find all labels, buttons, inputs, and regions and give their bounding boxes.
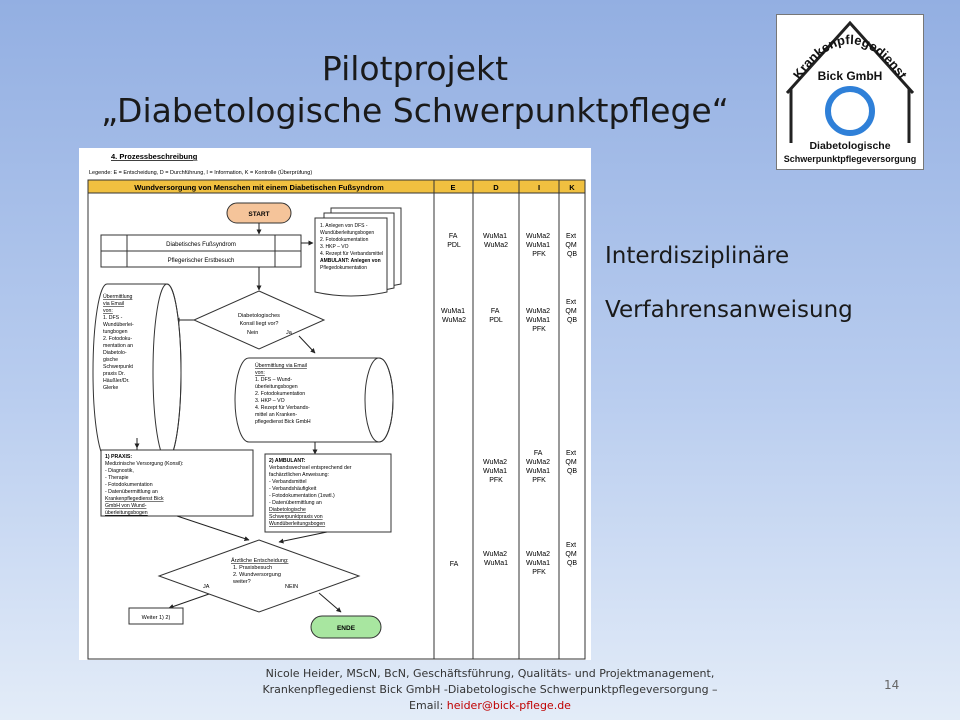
row-2-d: FA PDL [489, 308, 503, 324]
cylinder-left-text: Übermittlung via Email von: 1. DFS - Wun… [103, 293, 135, 391]
doc-list: 1. Anlegen von DFS - Wundüberleitungsbog… [320, 223, 384, 271]
logo-graphic: Krankenpflegedienst Bick GmbH Diabetolog… [784, 20, 917, 164]
logo-line-1: Diabetologische [809, 140, 890, 152]
decision-konsil [192, 290, 326, 350]
cylinder-right-text: Übermittlung via Email von: 1. DFS – Wun… [255, 362, 311, 425]
table-header-row [87, 179, 586, 194]
end-label: ENDE [337, 625, 356, 632]
title-line-1: Pilotprojekt [321, 49, 509, 88]
col-header-e: E [450, 183, 455, 192]
box-ambulant [264, 453, 392, 533]
document-stack [314, 217, 388, 297]
row-3-i: FA WuMa2 WuMa1 PFK [526, 450, 552, 484]
row-1-i: WuMa2 WuMa1 PFK [526, 233, 552, 258]
col-header-d: D [493, 183, 499, 192]
box-erstbesuch: Pflegerischer Erstbesuch [168, 258, 235, 264]
company-logo: Krankenpflegedienst Bick GmbH Diabetolog… [776, 14, 924, 170]
side-label-2: Verfahrensanweisung [605, 297, 853, 323]
row-1-k: Ext QM QB [565, 233, 578, 258]
row-1-d: WuMa1 WuMa2 [483, 233, 509, 249]
weiter-label: Weiter 1) 2) [142, 615, 171, 621]
footer-email-link[interactable]: heider@bick-pflege.de [446, 699, 571, 712]
footer-line-1: Nicole Heider, MScN, BcN, Geschäftsführu… [265, 667, 715, 680]
row-2-e: WuMa1 WuMa2 [441, 308, 467, 324]
label-ja: Ja [286, 330, 293, 336]
doc-section: 4. Prozessbeschreibung [111, 152, 198, 161]
table-header-title: Wundversorgung von Menschen mit einem Di… [134, 183, 384, 192]
decision-1-line-1: Diabetologisches [238, 313, 280, 319]
label-nein: Nein [247, 330, 258, 336]
process-flowchart: 4. Prozessbeschreibung Legende: E = Ents… [87, 152, 586, 660]
row-4-i: WuMa2 WuMa1 PFK [526, 551, 552, 576]
logo-line-2: Schwerpunktpflegeversorgung [784, 154, 917, 164]
row-4-d: WuMa2 WuMa1 [483, 551, 509, 567]
end-terminator [310, 615, 382, 639]
row-2-i: WuMa2 WuMa1 PFK [526, 308, 552, 333]
row-2-k: Ext QM QB [565, 299, 578, 324]
logo-ring-icon [825, 86, 875, 136]
decision-1-line-2: Konsil liegt vor? [240, 321, 279, 327]
label-ja-upper: JA [203, 584, 210, 590]
footer-line-3: Email: heider@bick-pflege.de [180, 698, 800, 714]
start-label: START [248, 211, 269, 218]
doc-legend: Legende: E = Entscheidung, D = Durchführ… [89, 169, 312, 176]
title-line-2: „Diabetologische Schwerpunktpflege“ [101, 91, 729, 130]
col-header-i: I [538, 183, 540, 192]
footer-line-2: Krankenpflegedienst Bick GmbH -Diabetolo… [262, 683, 718, 696]
slide-footer: Nicole Heider, MScN, BcN, Geschäftsführu… [180, 666, 800, 714]
box-dfs: Diabetisches Fußsyndrom [166, 242, 236, 248]
praxis-text: 1) PRAXIS: Medizinische Versorgung (Kons… [105, 454, 185, 516]
house-outline-icon [785, 20, 915, 143]
process-document: 4. Prozessbeschreibung Legende: E = Ents… [79, 148, 591, 660]
logo-company: Bick GmbH [818, 69, 883, 83]
row-1-e: FA PDL [447, 233, 461, 249]
box-weiter [128, 607, 184, 625]
row-4-k: Ext QM QB [565, 542, 578, 567]
page-number: 14 [884, 678, 900, 692]
row-3-d: WuMa2 WuMa1 PFK [483, 459, 509, 484]
slide-title: Pilotprojekt „Diabetologische Schwerpunk… [40, 48, 790, 132]
decision-2-text: Ärztliche Entscheidung: 1. Praxisbesuch … [231, 557, 290, 585]
label-nein-upper: NEIN [285, 584, 298, 590]
footer-email-label: Email: [409, 699, 447, 712]
ambulant-text: 2) AMBULANT: Verbandswechsel entsprechen… [269, 458, 353, 527]
side-label-1: Interdisziplinäre [605, 243, 790, 269]
row-3-k: Ext QM QB [565, 450, 578, 475]
box-praxis [100, 449, 254, 517]
col-header-k: K [569, 183, 575, 192]
row-4-e: FA [450, 561, 459, 568]
